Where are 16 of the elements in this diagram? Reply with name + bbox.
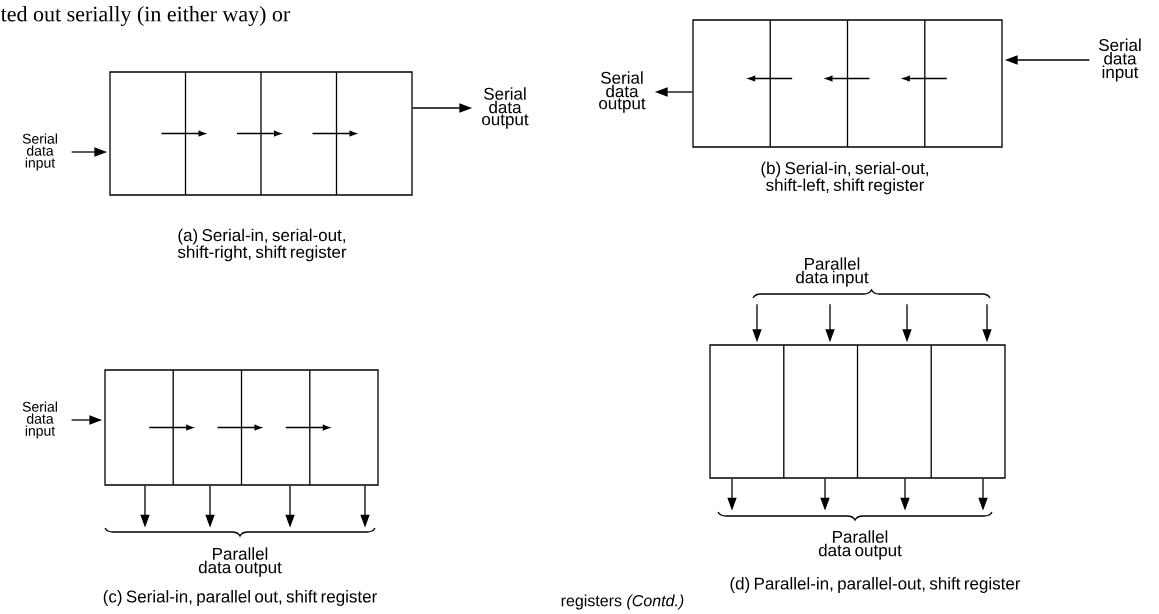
label-text: Serial data input xyxy=(22,401,57,439)
label-text: Parallel data input xyxy=(796,257,869,287)
label-text: Serial data output xyxy=(482,87,529,129)
label-text: Serial data output xyxy=(599,71,646,113)
text-line: ted out serially (in either way) or xyxy=(0,6,291,26)
label-text: Serial data input xyxy=(22,133,57,171)
label-text: Parallel data output xyxy=(198,547,282,577)
register-box xyxy=(709,344,1006,479)
text-line: registers (Contd.) xyxy=(561,594,684,610)
caption: (d) Parallel-in, parallel-out, shift register xyxy=(730,577,1021,593)
register-box xyxy=(692,19,1003,148)
label-text: Serial data input xyxy=(1099,38,1141,82)
register-box xyxy=(104,369,379,486)
label-text: Parallel data output xyxy=(818,530,902,560)
caption: (a) Serial-in, serial-out, shift-right, shift register xyxy=(177,228,347,262)
register-box xyxy=(109,71,413,196)
